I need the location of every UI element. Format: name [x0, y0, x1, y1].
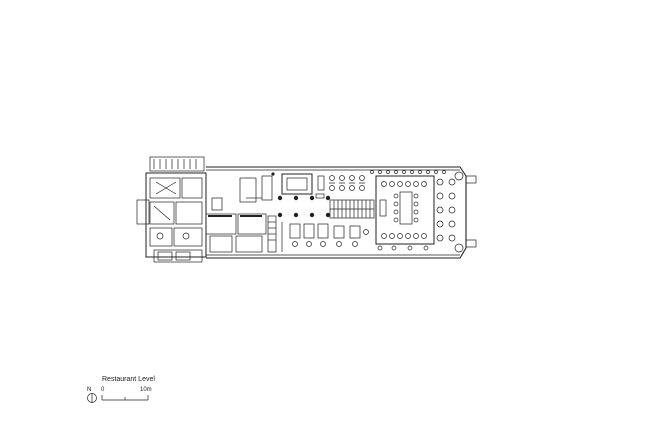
bar-island	[281, 173, 313, 195]
scale-start-label: 0	[101, 387, 105, 393]
north-label: N	[87, 387, 92, 393]
building-outline	[136, 156, 467, 263]
north-arrow-icon	[87, 393, 97, 403]
structural-columns	[271, 172, 331, 218]
dining-seating-south	[281, 222, 429, 252]
level-title: Restaurant Level	[102, 376, 155, 383]
scale-end-label: 10m	[140, 387, 152, 393]
private-dining-room	[375, 175, 435, 245]
central-stair	[329, 199, 375, 219]
facade-furniture	[370, 170, 446, 174]
balcony-stubs	[465, 175, 477, 248]
stair-block-north	[153, 159, 197, 169]
kitchen-zone	[205, 175, 277, 253]
dining-seating-north	[315, 175, 365, 199]
west-core	[149, 177, 203, 261]
terrace-seating-east	[436, 171, 464, 253]
scale-bar	[101, 395, 149, 401]
